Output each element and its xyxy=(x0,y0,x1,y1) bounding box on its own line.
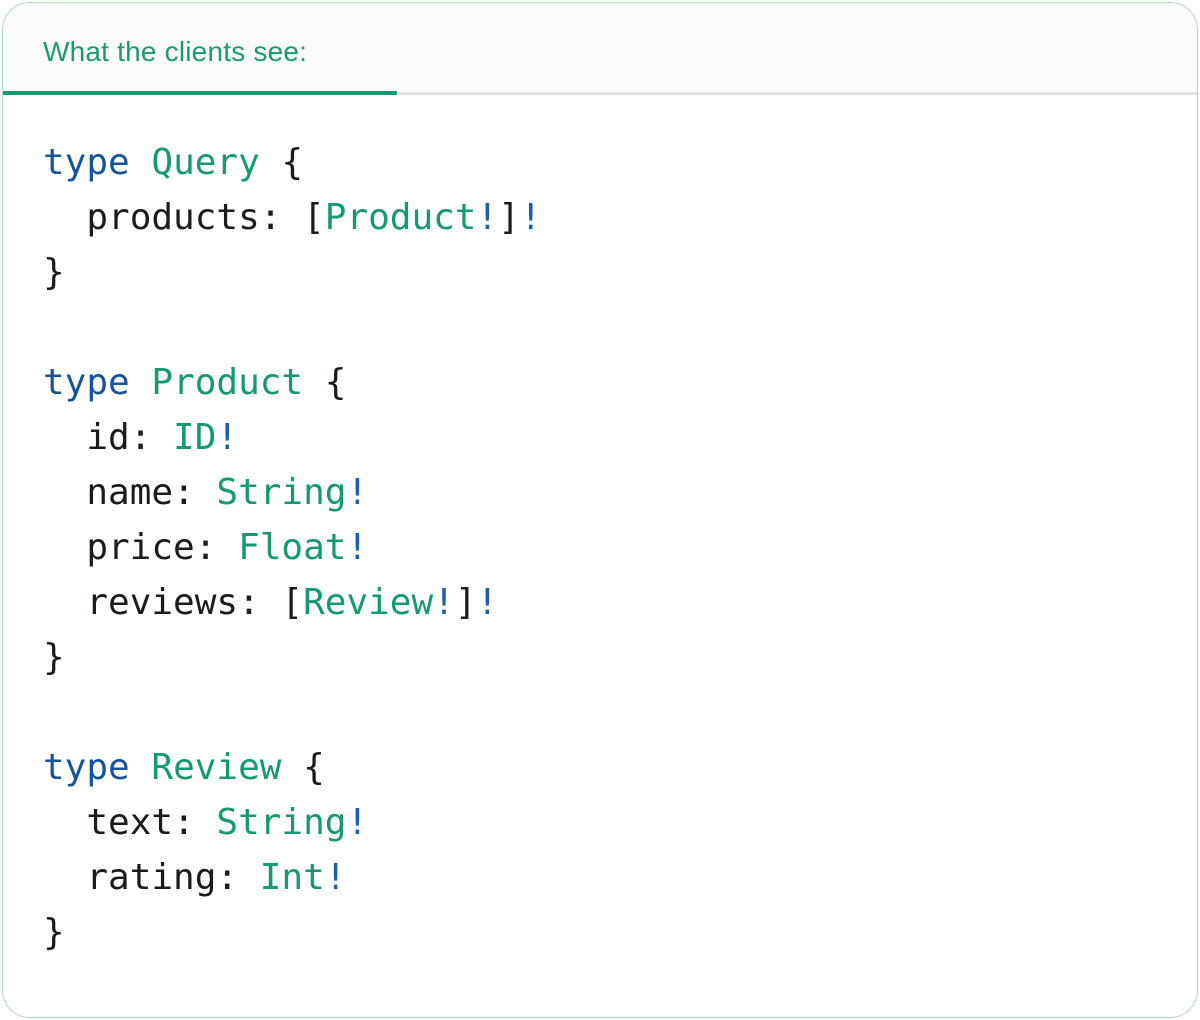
tab-underline-accent xyxy=(3,91,397,95)
code-line: rating: Int! xyxy=(43,850,1157,905)
code-line: id: ID! xyxy=(43,410,1157,465)
code-token-plain: id: xyxy=(43,417,174,458)
code-line: } xyxy=(43,245,1157,300)
code-token-type: String xyxy=(216,802,347,843)
code-line: reviews: [Review!]! xyxy=(43,575,1157,630)
code-token-plain: } xyxy=(43,252,65,293)
code-token-plain: products: [ xyxy=(43,197,325,238)
code-line: text: String! xyxy=(43,795,1157,850)
code-token-bang: ! xyxy=(433,582,455,623)
code-panel-header: What the clients see: xyxy=(3,3,1197,91)
code-token-plain xyxy=(130,362,152,403)
code-token-plain: { xyxy=(281,747,325,788)
code-token-type: Review xyxy=(303,582,434,623)
code-token-type: String xyxy=(216,472,347,513)
code-token-bang: ! xyxy=(346,802,369,843)
code-line xyxy=(43,300,1157,355)
code-block: type Query { products: [Product!]!} type… xyxy=(3,135,1197,960)
code-token-bang: ! xyxy=(346,527,369,568)
code-line: type Review { xyxy=(43,740,1157,795)
code-token-type: Product xyxy=(151,362,304,403)
code-panel-tab-label: What the clients see: xyxy=(43,36,308,67)
code-token-plain: } xyxy=(43,912,65,953)
code-token-plain: { xyxy=(303,362,347,403)
code-token-type: Review xyxy=(151,747,282,788)
tab-underline-track xyxy=(3,92,1197,95)
code-token-type: Float xyxy=(238,527,347,568)
code-token-plain: reviews: [ xyxy=(43,582,304,623)
code-token-bang: ! xyxy=(519,197,542,238)
code-line: price: Float! xyxy=(43,520,1157,575)
code-line: } xyxy=(43,630,1157,685)
code-token-type: ID xyxy=(173,417,217,458)
code-token-type: Int xyxy=(259,857,325,898)
code-line: type Product { xyxy=(43,355,1157,410)
code-token-plain: { xyxy=(259,142,304,183)
code-token-plain xyxy=(130,142,152,183)
code-token-plain: ] xyxy=(498,197,520,238)
code-token-kw: type xyxy=(43,747,130,788)
code-token-bang: ! xyxy=(346,472,369,513)
code-token-plain: ] xyxy=(454,582,477,623)
code-token-plain xyxy=(130,747,152,788)
code-token-plain: name: xyxy=(43,472,217,513)
code-token-plain: price: xyxy=(43,527,239,568)
code-token-bang: ! xyxy=(476,197,499,238)
code-line: } xyxy=(43,905,1157,960)
code-token-bang: ! xyxy=(324,857,347,898)
code-token-kw: type xyxy=(43,142,130,183)
code-token-bang: ! xyxy=(476,582,499,623)
code-line: name: String! xyxy=(43,465,1157,520)
code-token-type: Query xyxy=(151,142,260,183)
code-token-plain: text: xyxy=(43,802,217,843)
tab-underline-row xyxy=(3,91,1197,95)
code-line: type Query { xyxy=(43,135,1157,190)
code-line: products: [Product!]! xyxy=(43,190,1157,245)
code-token-plain: } xyxy=(43,637,65,678)
code-token-kw: type xyxy=(43,362,130,403)
code-token-bang: ! xyxy=(216,417,239,458)
code-token-type: Product xyxy=(324,197,477,238)
code-line xyxy=(43,685,1157,740)
code-token-plain: rating: xyxy=(43,857,260,898)
